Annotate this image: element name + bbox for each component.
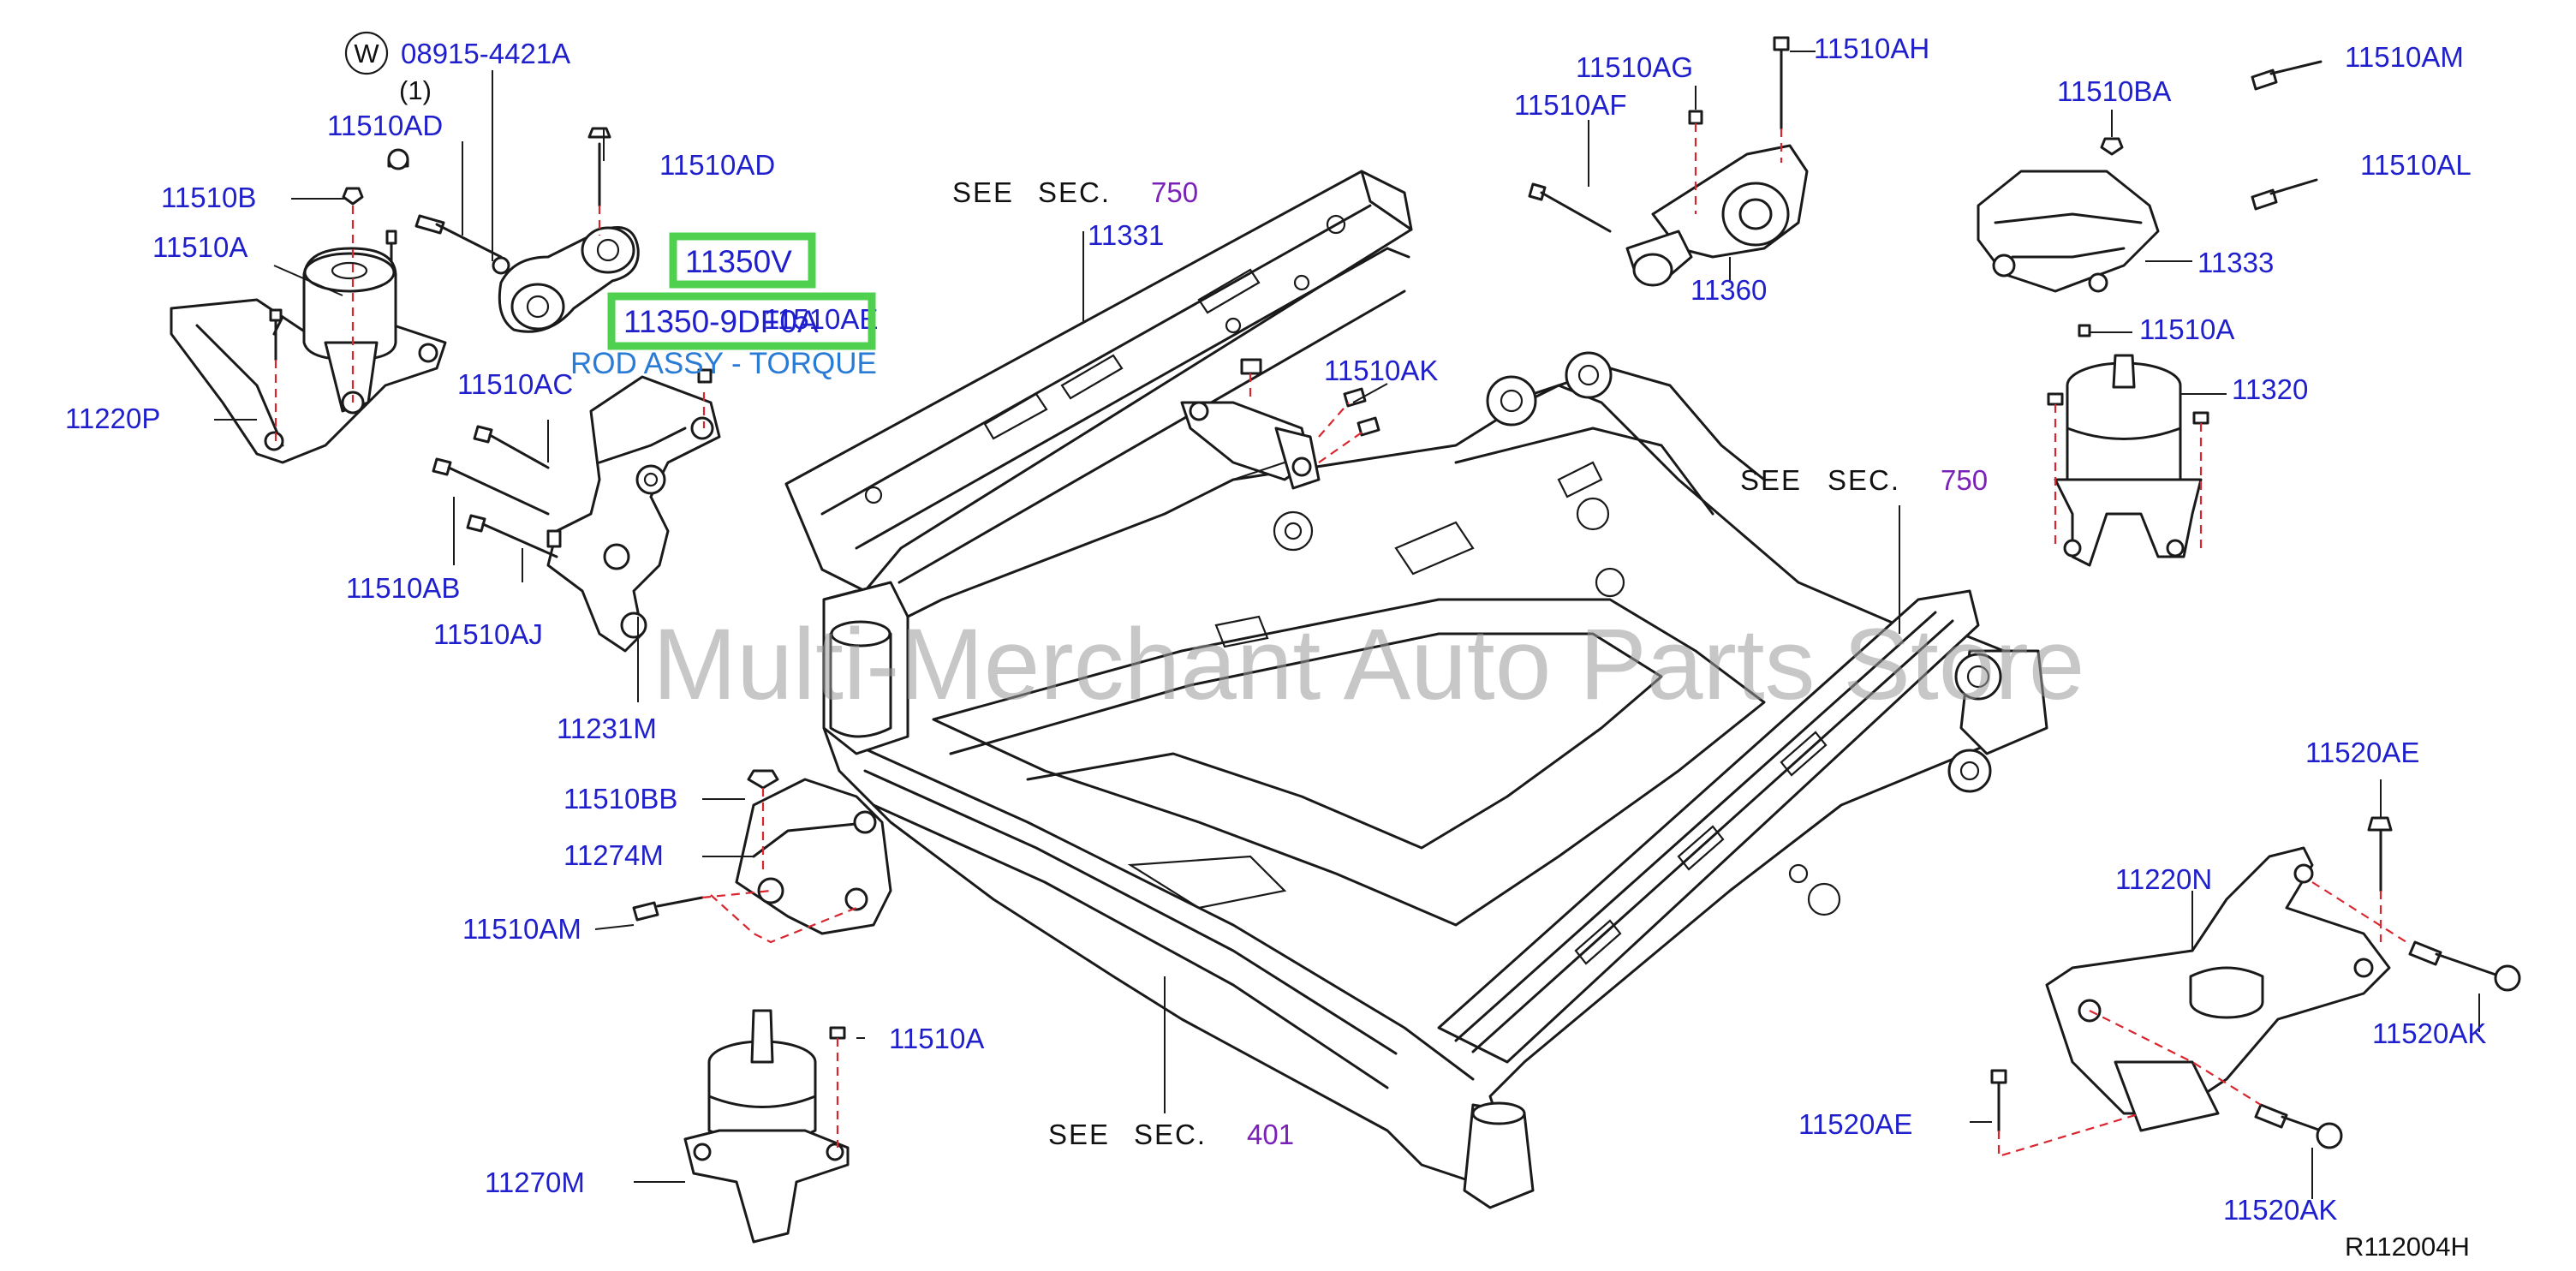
callout-11510B: 11510B — [161, 182, 256, 213]
ref-sec-a: SEC. — [1038, 176, 1111, 208]
callout-11520AK-b: 11520AK — [2223, 1194, 2337, 1226]
callout-11510BB: 11510BB — [564, 783, 677, 815]
part-description-rod-assy-torque: ROD ASSY - TORQUE — [570, 347, 877, 380]
mount-bracket-11220P — [170, 187, 447, 464]
mount-bracket-11333 — [1977, 60, 2323, 293]
code-marker: W — [354, 39, 379, 69]
callout-11520AK-a: 11520AK — [2372, 1017, 2486, 1049]
callout-08915-4421A: 08915-4421A — [401, 38, 570, 69]
highlight-part-11350V[interactable]: 11350V — [685, 244, 792, 279]
highlight-box-part-number — [607, 292, 876, 350]
engine-mount-11320 — [2047, 324, 2209, 567]
callout-11510AD-a: 11510AD — [327, 110, 443, 141]
callout-11320: 11320 — [2232, 373, 2308, 405]
ref-section-750-a[interactable]: 750 — [1151, 176, 1198, 208]
callout-11510A-c: 11510A — [2139, 313, 2234, 345]
callout-11510AM-a: 11510AM — [462, 913, 581, 945]
callout-11520AE-a: 11520AE — [2305, 737, 2419, 768]
callout-11220N: 11220N — [2115, 863, 2212, 895]
mount-bracket-11220N — [1990, 816, 2521, 1158]
callout-quantity: (1) — [399, 75, 432, 105]
ref-see-a: SEE — [952, 176, 1014, 208]
callout-11510AE: 11510AE — [764, 303, 878, 335]
callout-11510A-b: 11510A — [889, 1023, 984, 1054]
callout-11510A-a: 11510A — [152, 231, 247, 263]
callout-11331: 11331 — [1088, 219, 1164, 251]
mount-bracket-11231M — [432, 368, 721, 653]
callout-11220P: 11220P — [65, 403, 160, 434]
ref-section-401[interactable]: 401 — [1247, 1119, 1294, 1150]
callout-11510BA: 11510BA — [2057, 75, 2171, 107]
drawing-code: R112004H — [2345, 1232, 2470, 1262]
torque-rod-11350V — [387, 127, 640, 333]
ref-section-750-b[interactable]: 750 — [1941, 464, 1988, 496]
engine-mount-11270M — [683, 1009, 850, 1244]
callout-11274M: 11274M — [564, 839, 664, 871]
mount-bracket-11274M — [632, 769, 892, 944]
highlight-box-11350V — [669, 232, 816, 289]
callout-11510AB: 11510AB — [346, 572, 460, 604]
ref-see-c: SEE — [1048, 1119, 1110, 1150]
highlight-part-number[interactable]: 11350-9DF0A — [623, 304, 819, 339]
watermark: Multi-Merchant Auto Parts Store — [653, 608, 2084, 721]
ref-see-b: SEE — [1740, 464, 1802, 496]
callout-11520AE-b: 11520AE — [1798, 1108, 1912, 1140]
callout-11231M: 11231M — [557, 713, 657, 744]
section-references: SEE SEC. 750 SEE SEC. 750 SEE SEC. 401 — [952, 176, 1988, 1150]
callout-11510AJ: 11510AJ — [433, 618, 543, 650]
callout-11510AD-b: 11510AD — [659, 149, 775, 181]
callout-11333: 11333 — [2197, 247, 2274, 278]
torque-rod-11360 — [1528, 36, 1809, 287]
callout-11270M: 11270M — [485, 1167, 585, 1198]
callout-labels: W 08915-4421A (1) 11510AD 11510AD 11510B… — [65, 31, 2486, 1226]
leader-lines — [214, 51, 2480, 1199]
callout-11510AH: 11510AH — [1814, 33, 1929, 64]
callout-11510AL: 11510AL — [2360, 149, 2472, 181]
callout-11510AG: 11510AG — [1576, 51, 1693, 83]
callout-11510AK: 11510AK — [1324, 355, 1438, 386]
ref-sec-c: SEC. — [1134, 1119, 1207, 1150]
callout-11360: 11360 — [1690, 274, 1767, 306]
code-marker-circle — [344, 31, 389, 75]
mount-bracket-11331 — [1180, 358, 1380, 490]
suspension-member-subframe — [784, 170, 2048, 1209]
callout-11510AM-b: 11510AM — [2345, 41, 2464, 73]
callout-11510AC: 11510AC — [457, 368, 573, 400]
ref-sec-b: SEC. — [1828, 464, 1900, 496]
callout-11510AF: 11510AF — [1514, 89, 1626, 121]
